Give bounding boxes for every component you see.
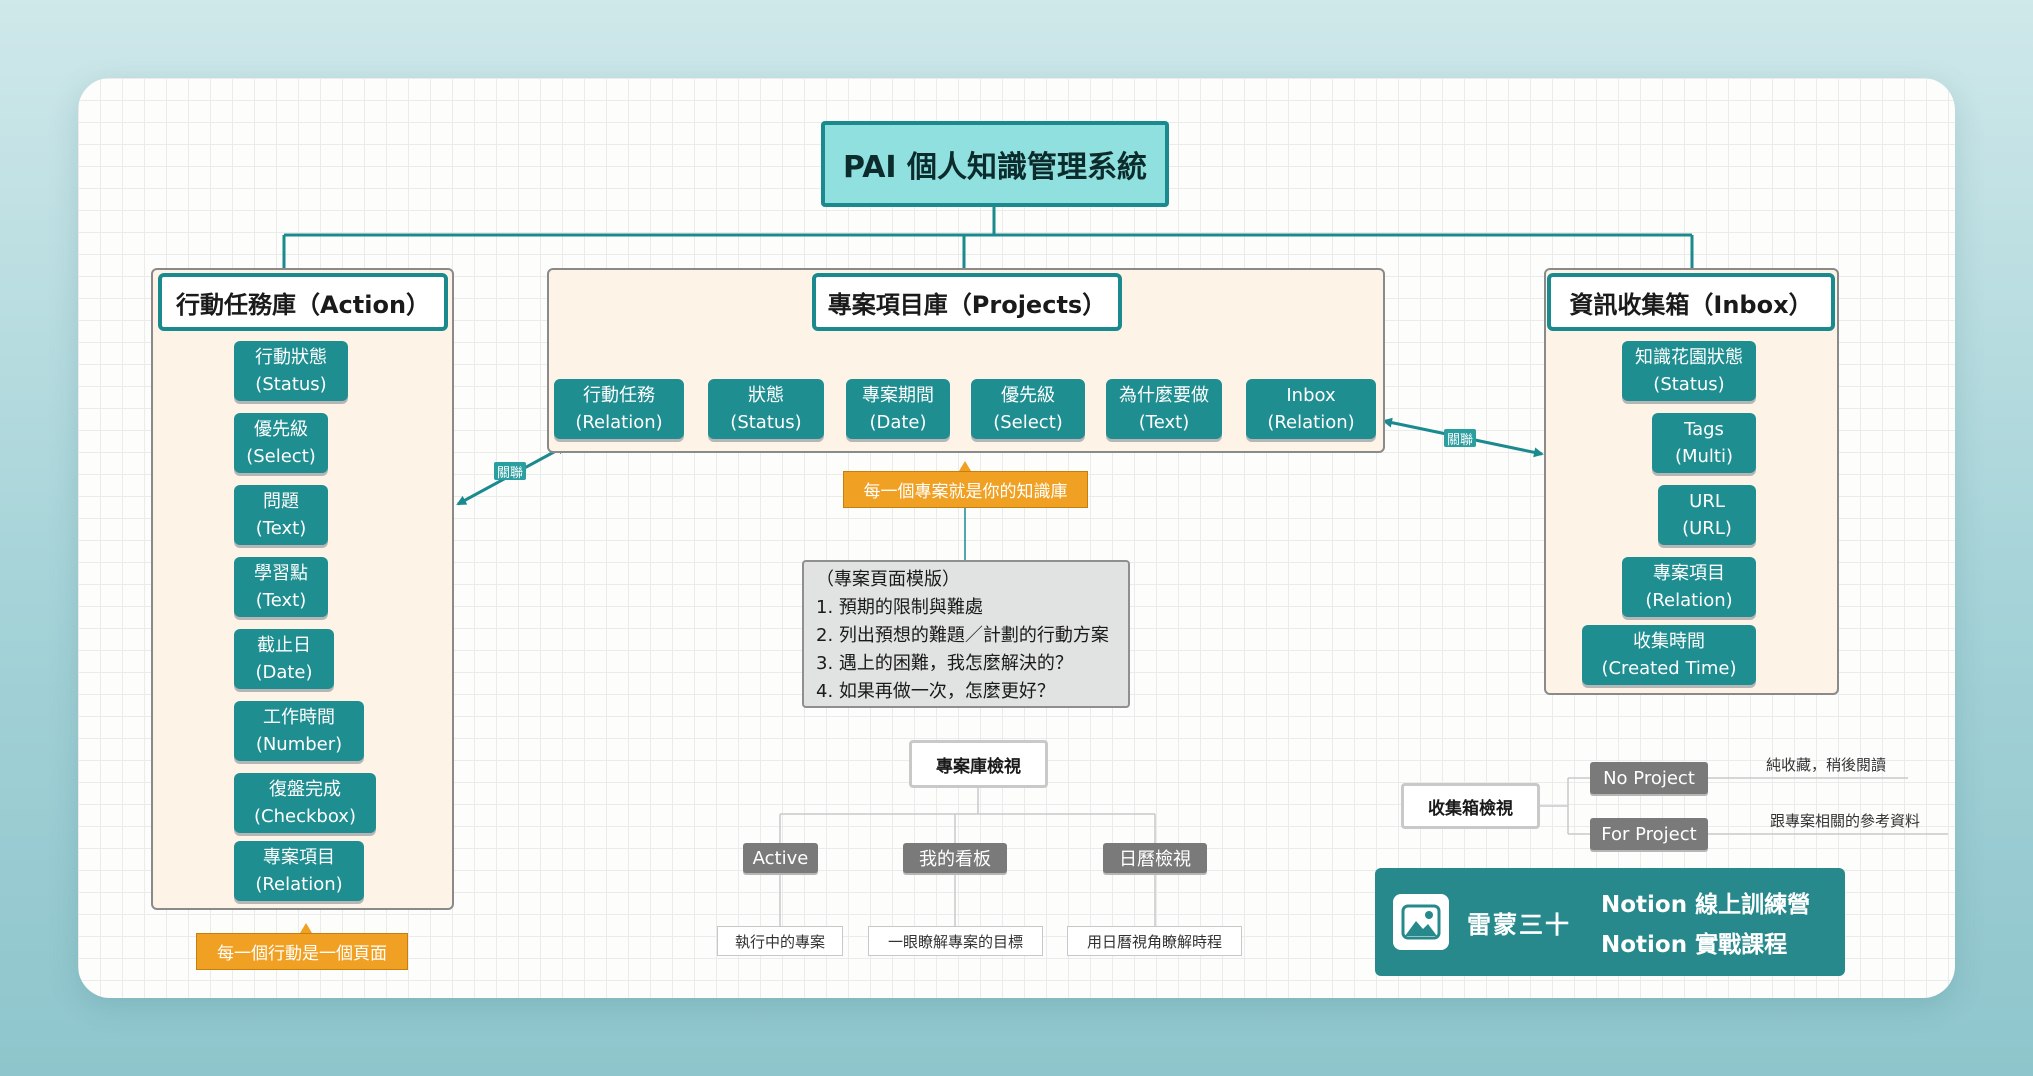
field-type: (Multi) xyxy=(1674,446,1734,467)
field-name: 為什麼要做 xyxy=(1119,385,1209,406)
brand-name: 雷蒙三十 xyxy=(1467,910,1571,939)
action-field-project: 專案項目 (Relation) xyxy=(234,841,364,901)
inbox-view-for-project-desc: 跟專案相關的參考資料 xyxy=(1770,812,1921,830)
inbox-field-garden-status: 知識花園狀態 (Status) xyxy=(1622,341,1756,401)
project-view-board-desc: 一眼瞭解專案的目標 xyxy=(868,926,1043,956)
project-template-box: （專案頁面模版） 1. 預期的限制與難處 2. 列出預想的難題／計劃的行動方案 … xyxy=(802,560,1130,708)
inbox-title: 資訊收集箱（Inbox） xyxy=(1547,273,1835,331)
field-type: (Text) xyxy=(1138,412,1190,433)
field-name: Inbox xyxy=(1286,385,1336,406)
field-type: (Status) xyxy=(730,412,802,433)
field-name: 知識花園狀態 xyxy=(1635,347,1743,368)
field-type: (Relation) xyxy=(1267,412,1355,433)
field-name: 行動狀態 xyxy=(255,347,327,368)
projects-field-period: 專案期間 (Date) xyxy=(846,379,950,439)
field-name: 截止日 xyxy=(257,635,311,656)
action-field-learning: 學習點 (Text) xyxy=(234,557,328,617)
template-line-4: 4. 如果再做一次，怎麼更好？ xyxy=(816,681,1055,702)
field-name: 工作時間 xyxy=(263,707,335,728)
field-type: (Relation) xyxy=(255,874,343,895)
project-views-title: 專案庫檢視 xyxy=(909,740,1048,788)
field-type: (Status) xyxy=(1653,374,1725,395)
field-type: (Checkbox) xyxy=(254,806,356,827)
field-name: 優先級 xyxy=(1001,385,1055,406)
field-type: (Relation) xyxy=(1645,590,1733,611)
action-field-due-date: 截止日 (Date) xyxy=(234,629,334,689)
field-type: (URL) xyxy=(1682,518,1732,539)
field-type: (Status) xyxy=(255,374,327,395)
relation-badge-left: 關聯 xyxy=(494,462,526,481)
field-name: 學習點 xyxy=(254,563,308,584)
field-type: (Relation) xyxy=(575,412,663,433)
inbox-views-title: 收集箱檢視 xyxy=(1401,783,1540,829)
brand-banner: 雷蒙三十 Notion 線上訓練營 Notion 實戰課程 xyxy=(1375,868,1845,976)
brand-line-2: Notion 實戰課程 xyxy=(1601,932,1788,958)
image-icon xyxy=(1393,894,1449,950)
inbox-view-for-project: For Project xyxy=(1590,818,1708,850)
projects-field-priority: 優先級 (Select) xyxy=(971,379,1085,439)
template-line-2: 2. 列出預想的難題／計劃的行動方案 xyxy=(816,625,1109,646)
diagram-canvas: PAI 個人知識管理系統 行動任務庫（Action） 專案項目庫（Project… xyxy=(78,78,1955,998)
action-field-problem: 問題 (Text) xyxy=(234,485,328,545)
action-note: 每一個行動是一個頁面 xyxy=(196,933,408,970)
brand-lines: Notion 線上訓練營 Notion 實戰課程 xyxy=(1601,885,1810,959)
projects-field-inbox: Inbox (Relation) xyxy=(1246,379,1376,439)
inbox-view-no-project: No Project xyxy=(1590,762,1708,794)
action-field-work-time: 工作時間 (Number) xyxy=(234,701,364,761)
project-view-board: 我的看板 xyxy=(903,843,1007,873)
project-view-calendar-desc: 用日曆視角瞭解時程 xyxy=(1067,926,1242,956)
field-type: (Date) xyxy=(869,412,927,433)
field-type: (Text) xyxy=(255,518,307,539)
field-type: (Created Time) xyxy=(1601,658,1737,679)
field-name: 優先級 xyxy=(254,419,308,440)
template-heading: （專案頁面模版） xyxy=(816,569,960,590)
projects-field-why: 為什麼要做 (Text) xyxy=(1106,379,1222,439)
field-type: (Select) xyxy=(246,446,316,467)
action-field-priority: 優先級 (Select) xyxy=(234,413,328,473)
projects-field-status: 狀態 (Status) xyxy=(708,379,824,439)
relation-badge-right: 關聯 xyxy=(1444,429,1476,448)
action-field-status: 行動狀態 (Status) xyxy=(234,341,348,401)
project-view-active-desc: 執行中的專案 xyxy=(717,926,843,956)
field-name: 行動任務 xyxy=(583,385,655,406)
field-name: 復盤完成 xyxy=(269,779,341,800)
inbox-field-created-time: 收集時間 (Created Time) xyxy=(1582,625,1756,685)
field-name: 專案期間 xyxy=(862,385,934,406)
inbox-field-url: URL (URL) xyxy=(1658,485,1756,545)
projects-field-actions: 行動任務 (Relation) xyxy=(554,379,684,439)
inbox-view-no-project-desc: 純收藏，稍後閱讀 xyxy=(1766,756,1887,774)
action-title: 行動任務庫（Action） xyxy=(158,273,448,331)
inbox-field-project: 專案項目 (Relation) xyxy=(1622,557,1756,617)
project-view-active: Active xyxy=(743,843,818,873)
field-name: 專案項目 xyxy=(263,847,335,868)
project-view-calendar: 日曆檢視 xyxy=(1103,843,1207,873)
template-line-1: 1. 預期的限制與難處 xyxy=(816,597,983,618)
field-name: 狀態 xyxy=(748,385,784,406)
field-type: (Select) xyxy=(993,412,1063,433)
field-name: URL xyxy=(1689,491,1725,512)
field-name: 收集時間 xyxy=(1633,631,1705,652)
field-type: (Text) xyxy=(255,590,307,611)
field-name: 專案項目 xyxy=(1653,563,1725,584)
projects-note: 每一個專案就是你的知識庫 xyxy=(843,471,1088,508)
brand-line-1: Notion 線上訓練營 xyxy=(1601,892,1811,918)
template-line-3: 3. 遇上的困難，我怎麼解決的？ xyxy=(816,653,1073,674)
action-field-review-done: 復盤完成 (Checkbox) xyxy=(234,773,376,833)
projects-title: 專案項目庫（Projects） xyxy=(812,273,1122,331)
field-type: (Date) xyxy=(255,662,313,683)
inbox-panel xyxy=(1544,268,1839,695)
field-type: (Number) xyxy=(255,734,343,755)
main-title: PAI 個人知識管理系統 xyxy=(821,121,1169,207)
field-name: 問題 xyxy=(263,491,299,512)
inbox-field-tags: Tags (Multi) xyxy=(1652,413,1756,473)
field-name: Tags xyxy=(1684,419,1724,440)
